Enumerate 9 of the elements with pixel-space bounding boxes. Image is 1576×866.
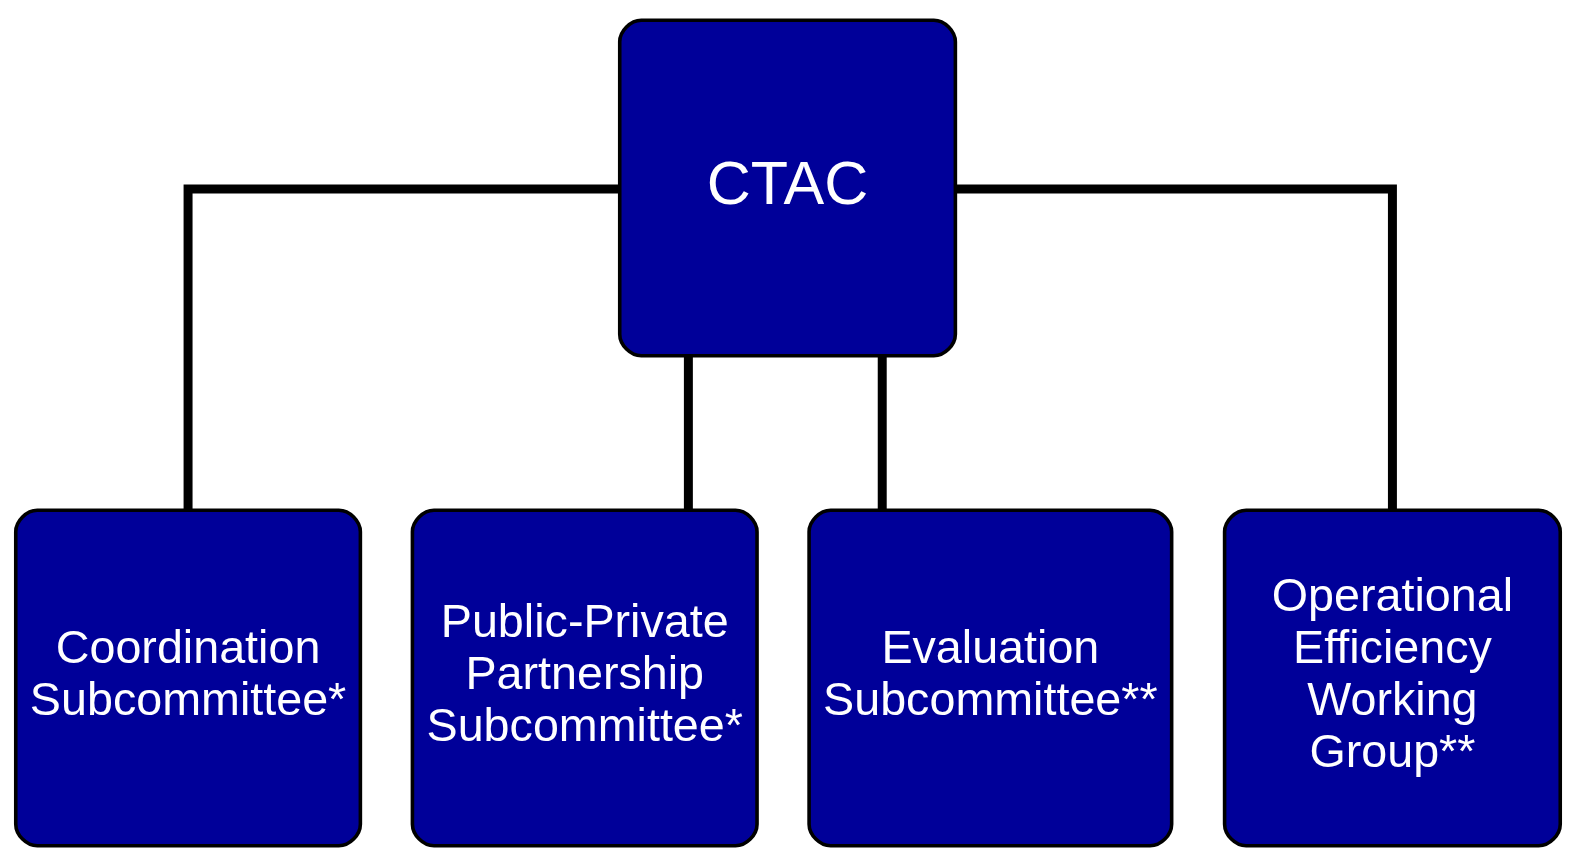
node-box: CTAC bbox=[617, 18, 958, 358]
node-box: Public-Private Partnership Subcommittee* bbox=[410, 508, 759, 848]
node-box: Coordination Subcommittee* bbox=[13, 508, 363, 848]
node-box: Operational Efficiency Working Group** bbox=[1222, 508, 1563, 848]
connector bbox=[956, 184, 1397, 510]
connector bbox=[183, 184, 619, 510]
connector bbox=[877, 355, 887, 510]
node-box: Evaluation Subcommittee** bbox=[807, 508, 1174, 848]
connector bbox=[683, 355, 693, 510]
